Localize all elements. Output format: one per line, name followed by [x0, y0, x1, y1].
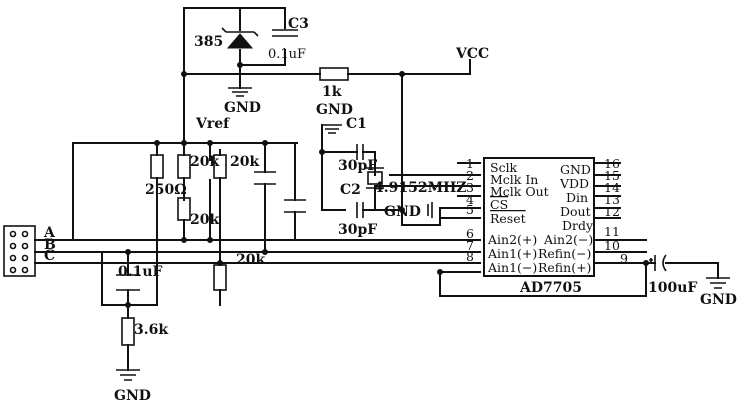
wires [34, 7, 719, 371]
chip-left-pins: 1 Sclk 2 Mclk In 3 Mclk Out 4 CS 5 Reset… [466, 156, 549, 275]
pin-num-12: 12 [604, 204, 620, 219]
terminal-connector [3, 225, 36, 277]
resistor-20k-a [177, 154, 191, 179]
label-connector-a: A [43, 225, 56, 241]
label-c1: C1 [346, 116, 367, 132]
pin-name-6: Ain2(+) [487, 232, 537, 247]
zener-diode-385 [221, 27, 259, 49]
capacitor-c2 [356, 202, 364, 218]
label-250-ohm: 250Ω [145, 182, 187, 198]
pin-name-14: Din [566, 190, 588, 205]
resistor-20k-b [177, 197, 191, 221]
label-gnd-right: GND [700, 292, 737, 308]
label-20k-a: 20k [190, 154, 219, 170]
label-c2: C2 [340, 182, 361, 198]
pin-num-6: 6 [466, 226, 474, 241]
label-crystal: 4.9152MHZ [374, 180, 467, 196]
label-3-6k: 3.6k [134, 322, 168, 338]
pin-num-13: 13 [604, 192, 620, 207]
pin-name-10: Ain2(−) [543, 232, 593, 247]
pin-name-1: Sclk [490, 160, 518, 175]
label-vcc: VCC [455, 46, 489, 62]
ground-symbol-c1 [322, 124, 342, 134]
label-c3: C3 [288, 16, 309, 32]
pin-name-13: Dout [560, 204, 591, 219]
label-gnd-c1: GND [316, 102, 353, 118]
resistor-20k-c [213, 154, 227, 179]
pin-name-15: VDD [559, 176, 589, 191]
pin-num-16: 16 [604, 156, 620, 171]
pin-name-2: Mclk In [490, 172, 538, 187]
label-1k: 1k [322, 84, 342, 100]
pin-name-3: Mclk Out [490, 184, 549, 199]
pin-num-7: 7 [466, 238, 474, 253]
pin-num-5: 5 [466, 202, 474, 217]
ground-symbol-right [706, 277, 730, 289]
label-vref: Vref [195, 116, 230, 132]
capacitor-100uF [649, 254, 667, 272]
label-20k-d: 20k [236, 252, 265, 268]
label-chip-name: AD7705 [519, 280, 582, 296]
ground-symbol-bottom [116, 369, 140, 381]
label-c1-value: 30pF [338, 158, 377, 174]
resistor-20k-d [213, 264, 227, 291]
label-connector-c: C [44, 248, 55, 264]
label-gnd-mid: GND [384, 204, 421, 220]
capacitor-0-1uF [116, 274, 140, 291]
capacitor-c1 [356, 144, 364, 160]
pin-num-8: 8 [466, 249, 474, 264]
label-20k-b: 20k [190, 212, 219, 228]
pin-num-14: 14 [604, 180, 620, 195]
label-gnd-bottom: GND [114, 388, 151, 404]
pin-name-4: CS [490, 197, 508, 212]
pin-num-9: 9 [620, 251, 628, 266]
pin-num-3: 3 [466, 180, 474, 195]
label-gnd-top: GND [224, 100, 261, 116]
ground-symbol-top [228, 87, 252, 97]
capacitor-mid-1 [254, 171, 276, 185]
pin-name-9: Refin(−) [538, 246, 591, 261]
pin-name-7: Ain1(+) [487, 246, 537, 261]
pin-num-15: 15 [604, 168, 620, 183]
pin-name-refin-plus: Refin(+) [538, 260, 591, 275]
label-c2-value: 30pF [338, 222, 377, 238]
capacitor-c3 [272, 29, 298, 37]
ad7705-chip-body [483, 157, 595, 277]
pin-name-12: Drdy [562, 218, 594, 233]
pin-name-8: Ain1(−) [487, 260, 537, 275]
label-connector-b: B [44, 237, 56, 253]
label-c3-value: 0.1uF [268, 47, 306, 62]
pin-name-5: Reset [490, 211, 526, 226]
label-01uf: 0.1uF [118, 264, 163, 280]
label-zener: 385 [194, 34, 223, 50]
pin-name-16: GND [560, 162, 591, 177]
chip-right-pins: 16 GND 15 VDD 14 Din 13 Dout 12 Drdy 11 … [538, 156, 628, 275]
pin-num-1: 1 [466, 156, 474, 171]
label-20k-c: 20k [230, 154, 259, 170]
capacitor-mid-2 [284, 199, 306, 213]
junction-dots [125, 62, 649, 308]
label-100uf: 100uF [648, 280, 697, 296]
resistor-250-ohm [150, 154, 164, 179]
resistor-1k [319, 67, 349, 81]
pin-num-11: 11 [604, 224, 620, 239]
ground-marker-mid [427, 202, 433, 218]
pin-num-10: 10 [604, 238, 620, 253]
resistor-3-6k [121, 317, 135, 346]
crystal-oscillator [366, 167, 384, 189]
pin-num-2: 2 [466, 168, 474, 183]
pin-num-4: 4 [466, 192, 474, 207]
